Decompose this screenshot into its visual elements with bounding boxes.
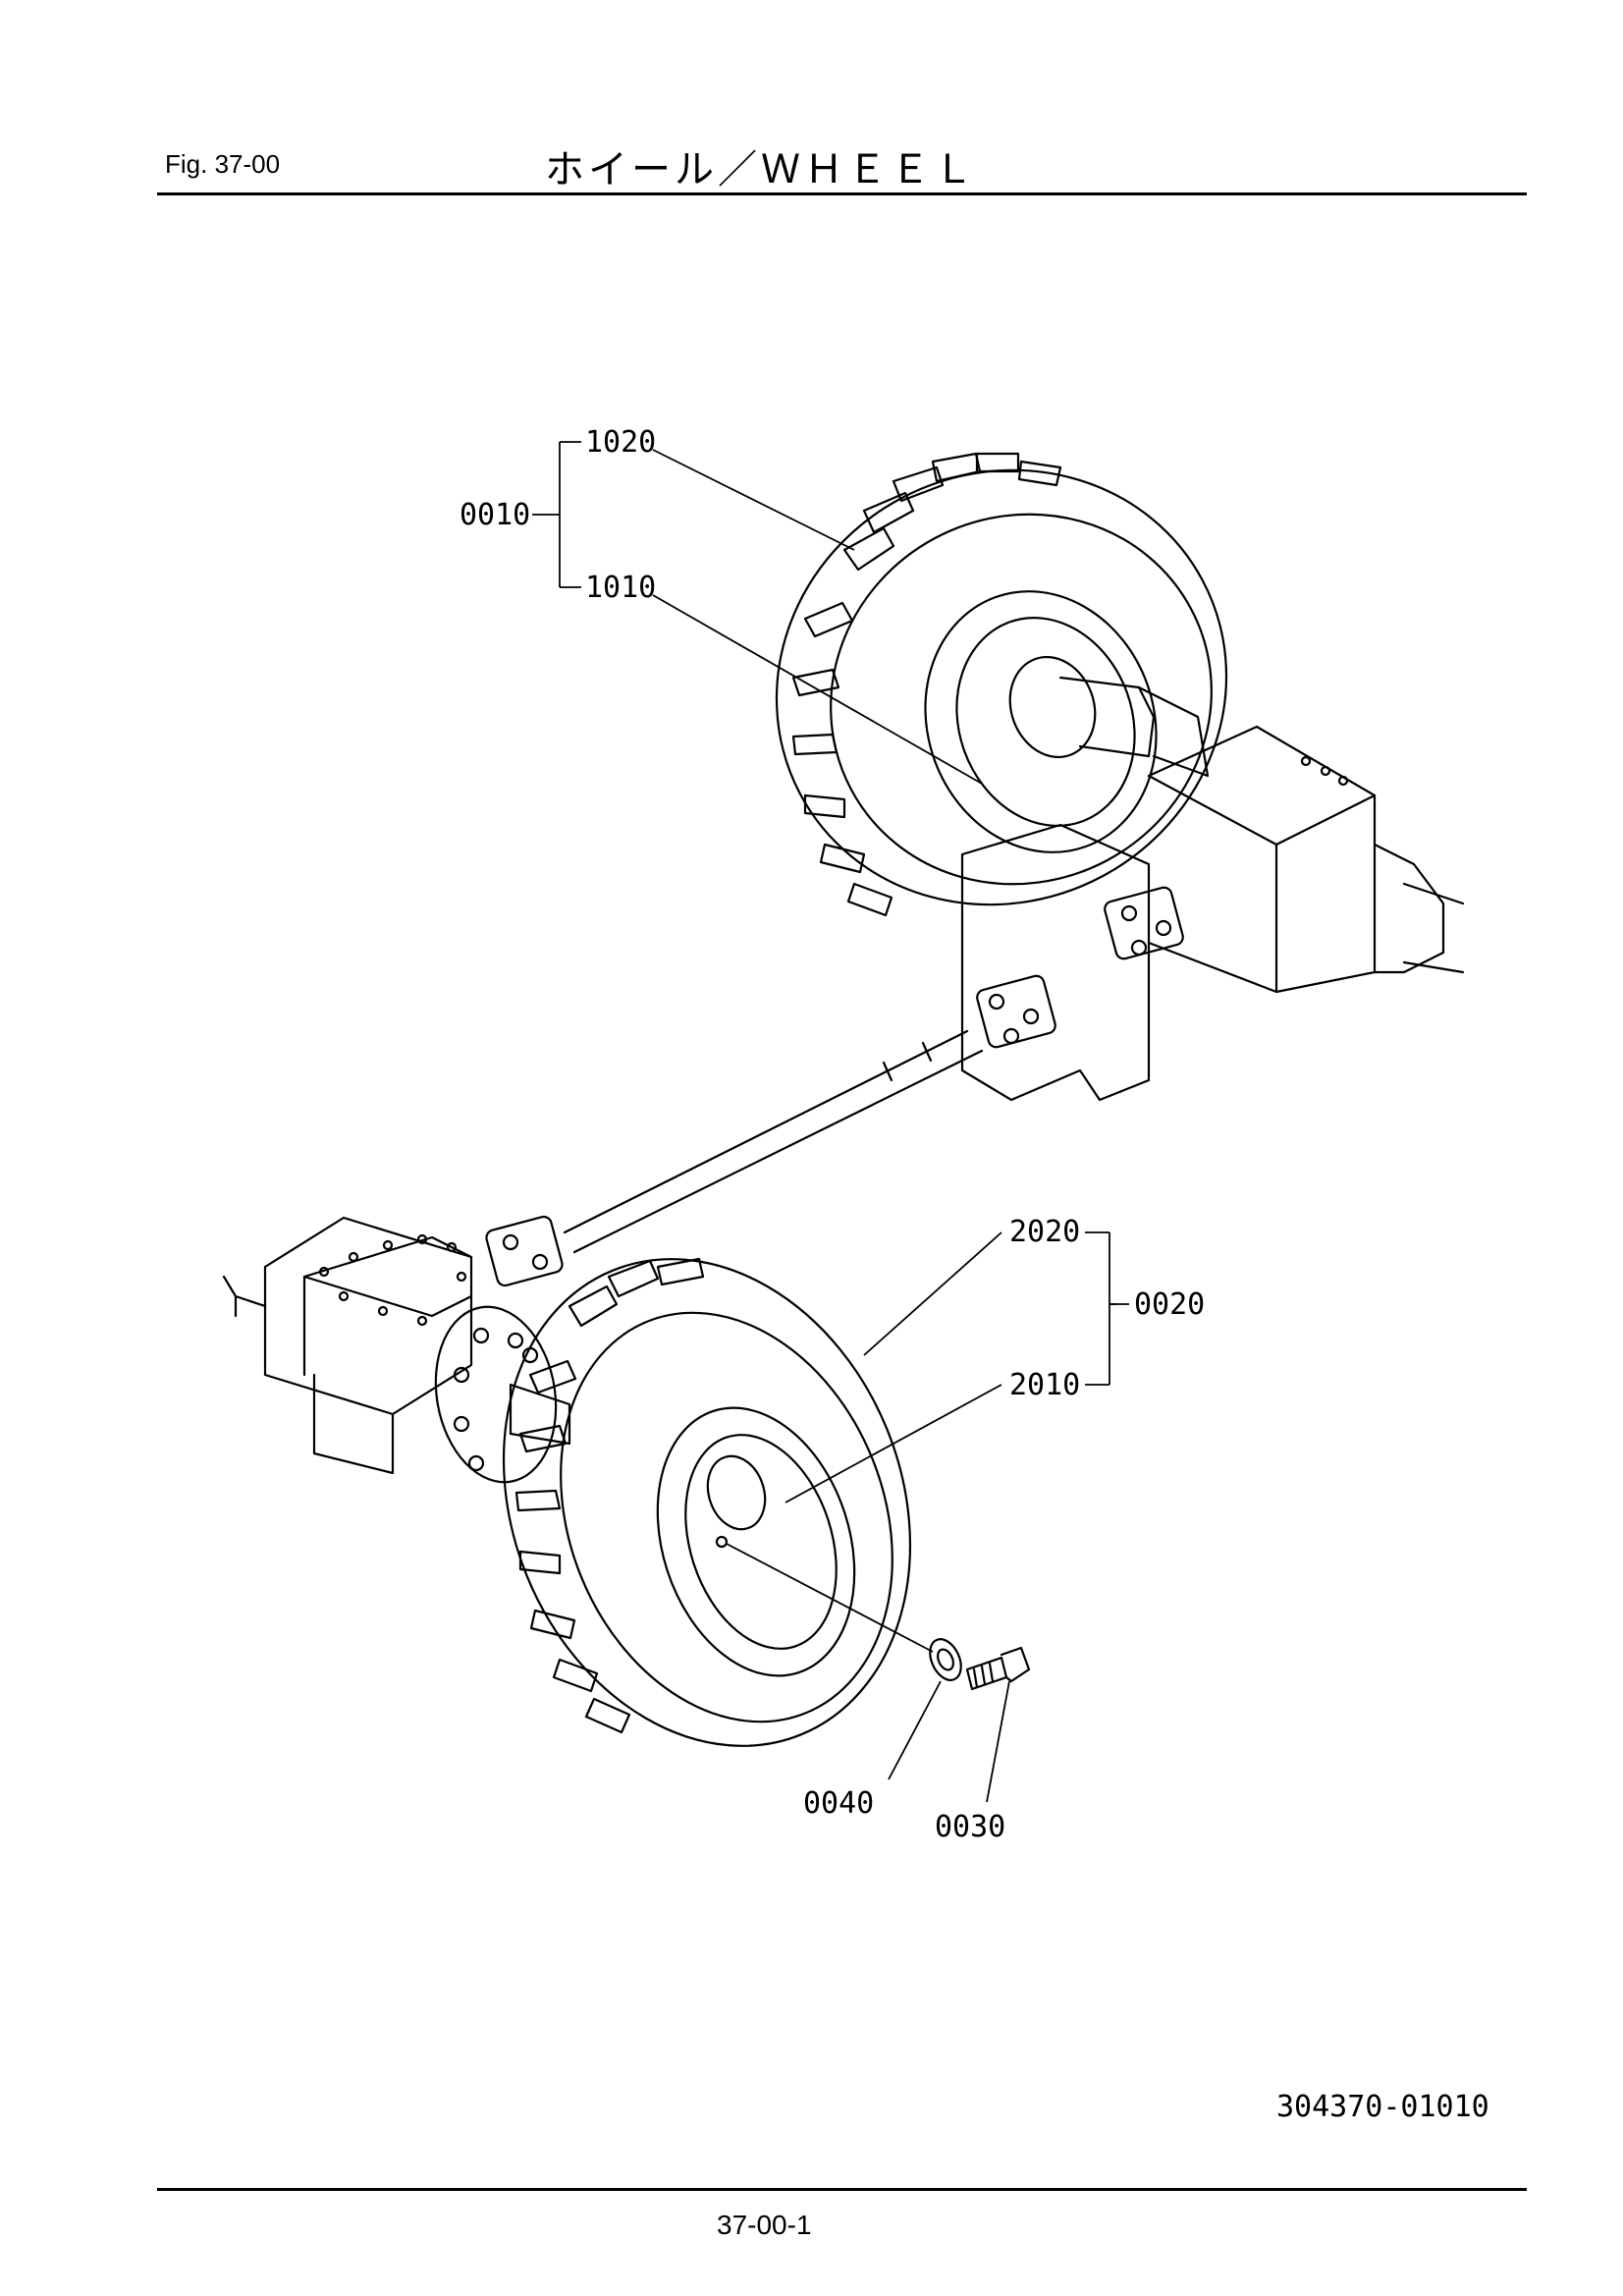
upper-wheel <box>775 452 1228 917</box>
lower-wheel <box>502 1257 912 1747</box>
drawing-code: 304370-01010 <box>1276 2090 1489 2124</box>
lower-tire-tread <box>514 1257 705 1734</box>
callout-0030: 0030 <box>935 1810 1005 1844</box>
footer-rule <box>157 2188 1527 2191</box>
wheel-bolt-hole <box>715 1535 729 1549</box>
rear-coupling <box>1104 886 1184 960</box>
washer <box>929 1638 962 1681</box>
callout-1010: 1010 <box>585 571 656 605</box>
header-rule <box>157 192 1527 195</box>
upper-hub <box>1008 655 1097 759</box>
front-gearbox <box>222 1215 571 1484</box>
front-yoke <box>485 1215 564 1287</box>
page-title: ホイール／ＷＨＥＥＬ <box>545 147 977 192</box>
upper-tire <box>775 468 1228 906</box>
wheel-bolt <box>965 1646 1031 1691</box>
callout-0020: 0020 <box>1134 1287 1205 1322</box>
callout-2010: 2010 <box>1009 1368 1080 1402</box>
rear-yoke <box>976 974 1056 1049</box>
callout-2020: 2020 <box>1009 1215 1080 1249</box>
leader-lines <box>532 441 1129 1803</box>
lower-rim <box>656 1406 856 1677</box>
front-axle-flange <box>434 1305 558 1484</box>
lower-hub <box>706 1454 767 1531</box>
callout-0010: 0010 <box>460 498 530 532</box>
callout-1020: 1020 <box>585 425 656 460</box>
rear-gearbox <box>960 725 1465 1102</box>
page-number: 37-00-1 <box>717 2210 812 2240</box>
callout-0040: 0040 <box>803 1786 874 1821</box>
figure-label: Fig. 37-00 <box>165 149 281 179</box>
upper-tire-tread <box>791 452 1062 917</box>
lower-tire <box>502 1258 912 1747</box>
upper-axle-stub <box>1058 676 1156 758</box>
upper-rim <box>924 590 1158 853</box>
drive-shaft <box>563 1029 984 1254</box>
